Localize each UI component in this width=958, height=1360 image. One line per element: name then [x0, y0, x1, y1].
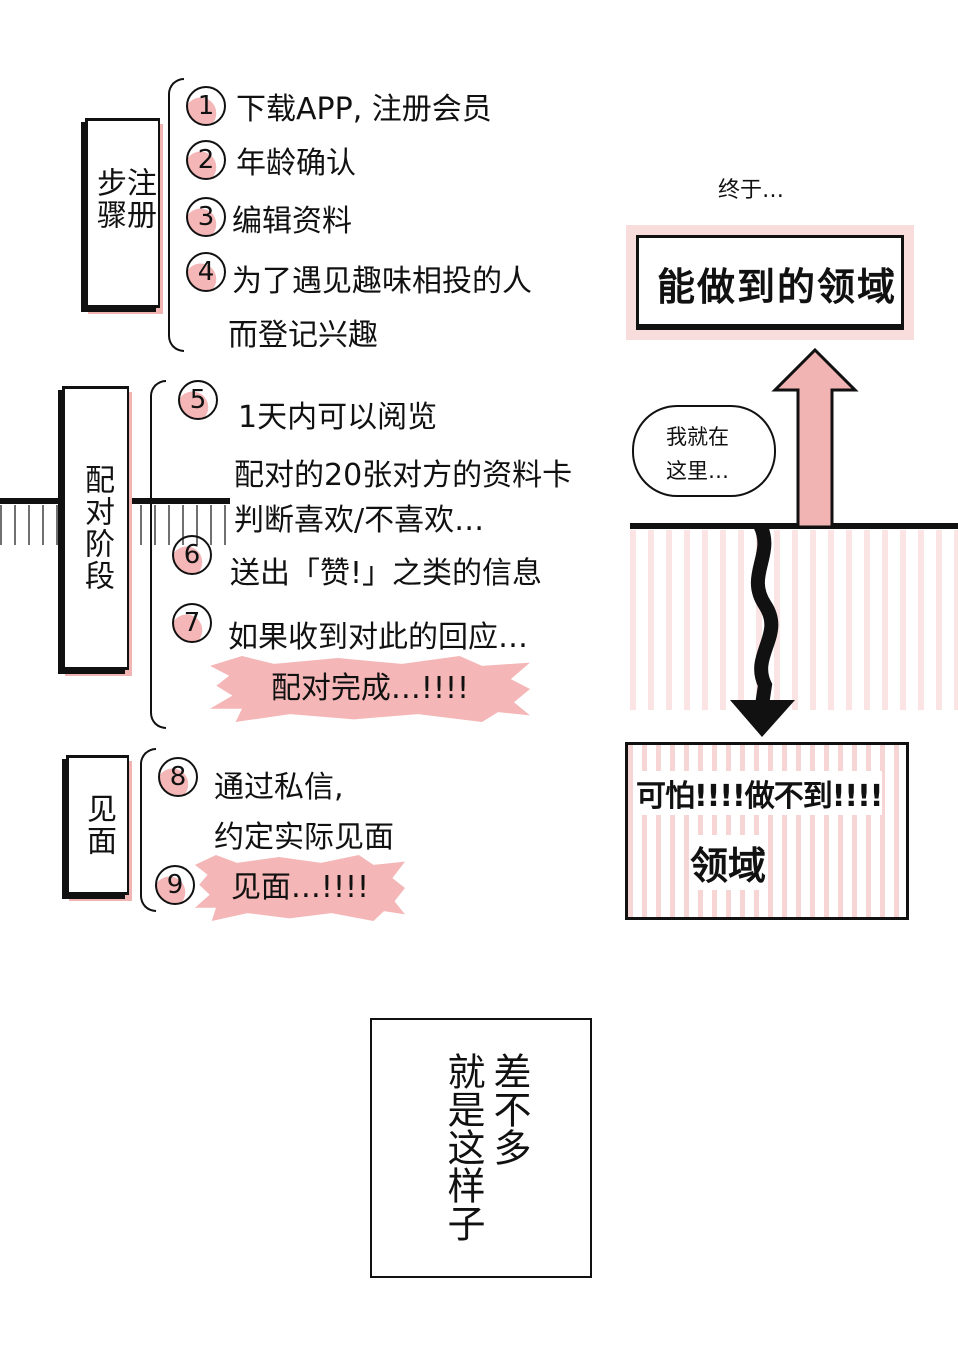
burst-text: 配对完成…!!!!: [270, 671, 470, 706]
match-complete-burst: 配对完成…!!!!: [210, 656, 530, 722]
step-text: 编辑资料: [232, 204, 352, 239]
section-label-text: 配对阶段: [79, 464, 114, 592]
step-text: 通过私信,: [214, 770, 344, 805]
step-number: 2: [186, 140, 226, 180]
meet-burst: 见面…!!!!: [195, 855, 405, 921]
brace: [168, 78, 184, 352]
closing-panel: 差不多 就是这样子: [370, 1018, 592, 1278]
section-label-meet: 见面: [66, 755, 129, 895]
crack-down-arrow-icon: [730, 525, 795, 737]
step-text: 1天内可以阅览: [238, 400, 438, 435]
cannot-do-line-1: 可怕!!!!做不到!!!!: [636, 771, 883, 815]
bubble-line-2: 这里…: [666, 459, 729, 483]
step-number: 5: [178, 380, 218, 420]
burst-text: 见面…!!!!: [230, 870, 370, 905]
step-text-cont: 而登记兴趣: [228, 318, 378, 353]
ground-line-right: [630, 523, 958, 529]
up-arrow-icon: [771, 347, 859, 529]
cannot-do-zone-box: 可怕!!!!做不到!!!! 领域: [625, 742, 909, 920]
closing-col-2: 就是这样子: [441, 1052, 485, 1242]
step-number: 7: [172, 603, 212, 643]
brace: [140, 748, 156, 912]
step-number: 3: [186, 197, 226, 237]
step-text: 为了遇见趣味相投的人: [232, 264, 532, 299]
section-label-register: 注册步骤: [85, 118, 160, 308]
step-text: 如果收到对此的回应…: [228, 620, 528, 655]
can-do-zone-box: 能做到的领域: [636, 235, 904, 330]
closing-col-1: 差不多: [487, 1052, 531, 1166]
ground-stripes: [630, 530, 958, 710]
step-number: 1: [186, 86, 226, 126]
section-label-text: 注册步骤: [91, 167, 156, 231]
bubble-line-1: 我就在: [666, 425, 729, 449]
thought-bubble: 我就在 这里…: [632, 405, 776, 497]
step-text: 送出「赞!」之类的信息: [230, 556, 543, 591]
section-label-text: 见面: [81, 793, 116, 857]
step-number: 8: [158, 757, 198, 797]
finally-text: 终于…: [718, 178, 785, 203]
closing-text: 差不多 就是这样子: [440, 1052, 532, 1242]
brace: [150, 380, 166, 729]
step-text-cont: 判断喜欢/不喜欢…: [234, 503, 485, 538]
step-text-cont: 约定实际见面: [214, 820, 394, 855]
step-number: 9: [155, 865, 195, 905]
step-text: 年龄确认: [236, 146, 356, 181]
step-number: 4: [186, 252, 226, 292]
step-text-cont: 配对的20张对方的资料卡: [234, 458, 573, 493]
cannot-do-line-2: 领域: [690, 835, 767, 890]
step-number: 6: [172, 535, 212, 575]
step-text: 下载APP, 注册会员: [236, 92, 492, 127]
can-do-zone-text: 能做到的领域: [657, 265, 898, 309]
section-label-matching: 配对阶段: [62, 386, 129, 670]
